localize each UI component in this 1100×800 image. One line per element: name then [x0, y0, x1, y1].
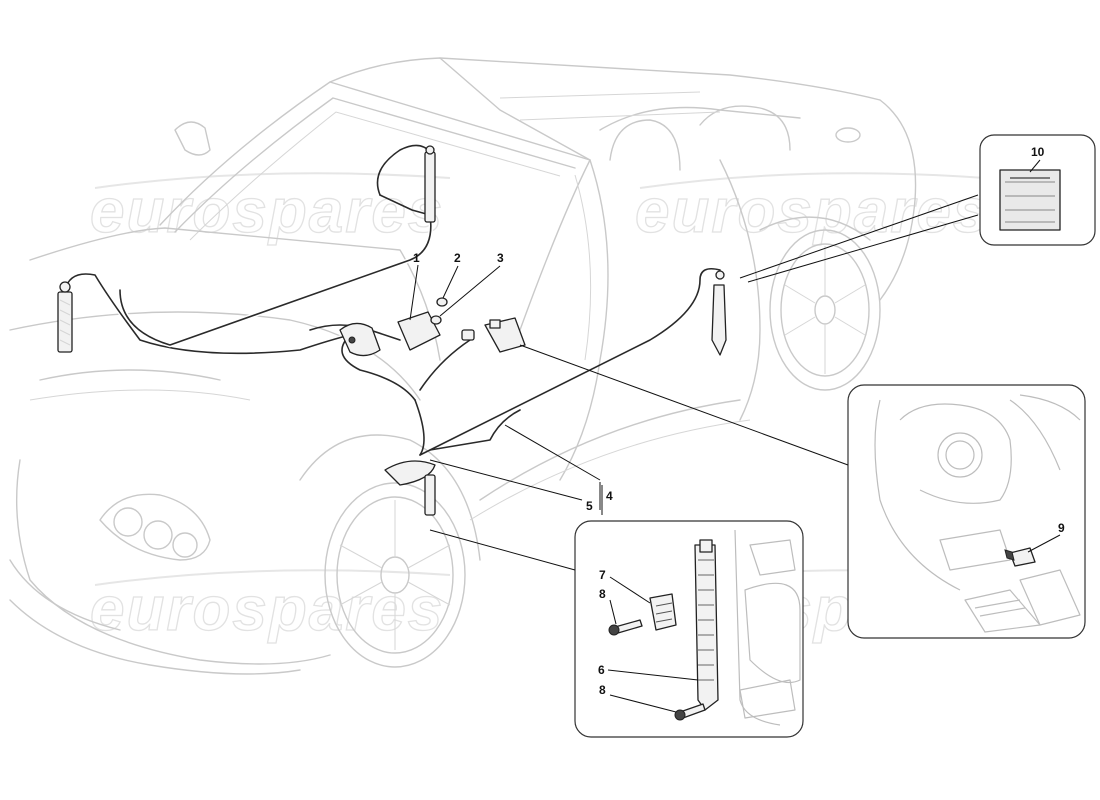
washer	[430, 315, 442, 325]
watermark-text: eurospares	[90, 575, 444, 644]
car-outline	[9, 57, 917, 675]
callout-9: 9	[1058, 521, 1065, 535]
seat-connector-right	[711, 270, 727, 356]
switch-module	[484, 317, 526, 353]
front-connector	[384, 460, 436, 516]
bolt	[608, 619, 643, 636]
leader-lines	[409, 194, 1061, 713]
airbag-control-unit	[339, 311, 441, 357]
callout-8: 8	[599, 683, 606, 697]
inset-seatbelt-bracket	[574, 520, 804, 738]
components	[57, 145, 727, 516]
watermark-text: eurospares	[90, 177, 444, 246]
callout-8: 8	[599, 587, 606, 601]
callout-2: 2	[454, 251, 461, 265]
headrest-connector	[424, 145, 436, 223]
wiring-harness	[62, 144, 721, 456]
seat-connector-left	[57, 281, 73, 353]
harness-connector	[461, 329, 475, 341]
leader-line	[1029, 159, 1041, 173]
nut	[436, 297, 448, 307]
callout-5: 5	[586, 499, 593, 513]
callout-6: 6	[598, 663, 605, 677]
inset-label-panel	[979, 134, 1096, 246]
bolt	[674, 703, 706, 721]
callout-10: 10	[1031, 145, 1045, 159]
callout-1: 1	[413, 251, 420, 265]
callout-7: 7	[599, 568, 606, 582]
callouts: 1 2 3 4 5 6 7 8 8 9 10	[413, 145, 1065, 697]
callout-4: 4	[606, 489, 613, 503]
callout-3: 3	[497, 251, 504, 265]
inset-dashboard	[847, 384, 1086, 639]
watermark-text: eurospares	[635, 177, 989, 246]
